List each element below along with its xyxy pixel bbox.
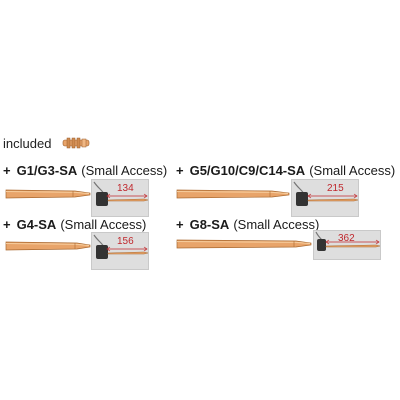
variant-code: G1/G3-SA xyxy=(16,163,78,178)
torch-head-icon xyxy=(93,181,148,206)
plus-sign: + xyxy=(3,217,11,232)
dimension-label: 156 xyxy=(117,236,134,247)
variant-title-g8: + G8-SA(Small Access) xyxy=(176,217,319,233)
variant-code: G8-SA xyxy=(189,217,230,232)
torch-tube-icon xyxy=(176,189,290,199)
collet-body-icon xyxy=(62,137,90,149)
variant-title-g4: + G4-SA(Small Access) xyxy=(3,217,146,233)
dimension-inset-g1: 134 xyxy=(91,179,149,217)
plus-sign: + xyxy=(176,217,184,232)
variant-note: (Small Access) xyxy=(309,163,396,178)
variant-note: (Small Access) xyxy=(81,163,168,178)
variant-title-g1: + G1/G3-SA(Small Access) xyxy=(3,163,167,179)
plus-sign: + xyxy=(176,163,184,178)
torch-tube-icon xyxy=(176,239,312,249)
plus-sign: + xyxy=(3,163,11,178)
variant-code: G4-SA xyxy=(16,217,57,232)
dimension-inset-g8: 362 xyxy=(313,230,381,260)
variant-title-g5: + G5/G10/C9/C14-SA(Small Access) xyxy=(176,163,395,179)
dimension-label: 362 xyxy=(338,233,355,244)
variant-note: (Small Access) xyxy=(233,217,320,232)
dimension-label: 134 xyxy=(117,183,134,194)
variant-code: G5/G10/C9/C14-SA xyxy=(189,163,306,178)
dimension-inset-g4: 156 xyxy=(91,232,149,270)
variant-note: (Small Access) xyxy=(60,217,147,232)
torch-head-icon xyxy=(93,234,148,259)
torch-head-icon xyxy=(315,231,380,251)
dimension-label: 215 xyxy=(327,183,344,194)
included-label: included xyxy=(3,136,52,151)
torch-head-icon xyxy=(293,181,358,206)
dimension-inset-g5: 215 xyxy=(291,179,359,217)
torch-tube-icon xyxy=(5,189,91,199)
torch-tube-icon xyxy=(5,241,91,251)
